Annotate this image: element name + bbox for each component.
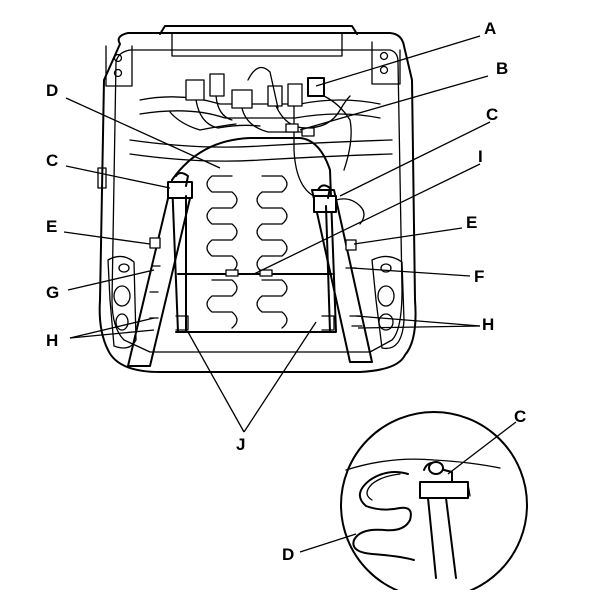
callout-c-detail: C [514, 407, 526, 426]
callout-e-left: E [46, 217, 57, 236]
leader-lines [63, 35, 517, 553]
callout-b: B [496, 59, 508, 78]
connector-a [307, 77, 325, 97]
connector-b [285, 123, 299, 133]
seat-frame [97, 25, 417, 373]
callout-a: A [484, 19, 496, 38]
left-clip [167, 181, 193, 199]
callout-f: F [474, 267, 484, 286]
callout-e-right: E [466, 213, 477, 232]
callout-d-top: D [46, 81, 58, 100]
spring-mat [171, 137, 337, 333]
callout-j: J [236, 435, 245, 454]
wiring-harness [169, 66, 352, 199]
callout-h-right: H [482, 315, 494, 334]
callout-h-left: H [46, 331, 58, 350]
callout-g: G [46, 283, 59, 302]
detail-clip [419, 481, 469, 499]
callout-labels: A B C I E F H D C E G H J C D [46, 19, 526, 564]
detail-view [340, 411, 528, 595]
callout-d-detail: D [282, 545, 294, 564]
callout-i: I [478, 147, 483, 166]
callout-c-top: C [486, 105, 498, 124]
right-clip [313, 195, 337, 213]
callout-c-left: C [46, 151, 58, 170]
